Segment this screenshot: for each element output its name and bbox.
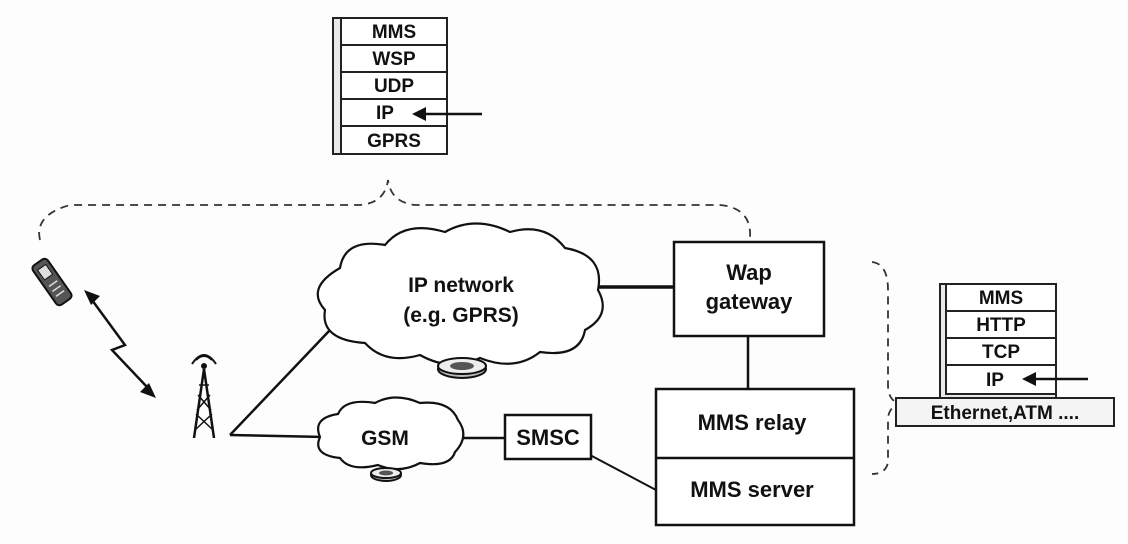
gsm-label: GSM: [361, 427, 409, 450]
left-stack-layer-gprs: [340, 125, 448, 155]
link-tower-to-ip-network: [229, 329, 331, 436]
left-stack-label-udp: UDP: [374, 76, 414, 97]
right-stack-layer-http: [945, 310, 1057, 339]
radio-link-arrow: [84, 290, 156, 398]
left-stack-label-wsp: WSP: [372, 49, 416, 70]
left-stack-layer-ip: [340, 98, 448, 127]
left-stack-layer-udp: [340, 71, 448, 100]
right-stack-layer-ethernet-atm: [895, 397, 1115, 427]
left-stack-label-ip: IP: [376, 103, 394, 124]
smsc-box: SMSC: [503, 413, 593, 461]
link-smsc-to-mms-server: [589, 454, 657, 491]
right-stack-label-mms: MMS: [979, 288, 1023, 309]
antenna-tower-icon: [191, 354, 217, 439]
right-stack-label-tcp: TCP: [982, 342, 1020, 363]
left-ip-arrow-head: [412, 107, 426, 121]
network-links: [229, 285, 750, 491]
fixed-path-dashed-brace: [871, 261, 903, 475]
wap-gateway-label-line1: Wap: [726, 260, 772, 285]
right-protocol-stack: MMS HTTP TCP IP Ethernet,ATM ....: [895, 283, 1115, 427]
ip-network-cloud: IP network (e.g. GPRS): [316, 222, 604, 379]
link-tower-to-gsm: [229, 433, 326, 439]
right-stack-layer-mms: [945, 283, 1057, 312]
wireless-path-dashed-brace: [38, 179, 751, 241]
right-stack-label-http: HTTP: [976, 315, 1026, 336]
mms-relay-server-box: MMS relay MMS server: [654, 387, 856, 527]
mobile-phone-icon: [31, 257, 73, 307]
mms-server-label: MMS server: [690, 477, 814, 502]
right-stack-label-ip: IP: [986, 370, 1004, 391]
ip-network-label-line1: IP network: [408, 274, 514, 297]
wap-gateway-label-line2: gateway: [706, 289, 794, 314]
gsm-cloud: GSM: [317, 396, 465, 482]
right-stack-layer-tcp: [945, 337, 1057, 366]
wap-gateway-box: Wap gateway: [672, 240, 826, 338]
ip-network-label-line2: (e.g. GPRS): [403, 304, 519, 327]
left-stack-label-mms: MMS: [372, 22, 416, 43]
smsc-label: SMSC: [516, 425, 580, 450]
left-protocol-stack: MMS WSP UDP IP GPRS: [332, 17, 482, 155]
right-ip-arrow-head: [1022, 372, 1036, 386]
right-stack-label-ethernet-atm: Ethernet,ATM ....: [931, 403, 1079, 424]
mms-relay-label: MMS relay: [698, 410, 808, 435]
left-stack-label-gprs: GPRS: [367, 131, 421, 152]
